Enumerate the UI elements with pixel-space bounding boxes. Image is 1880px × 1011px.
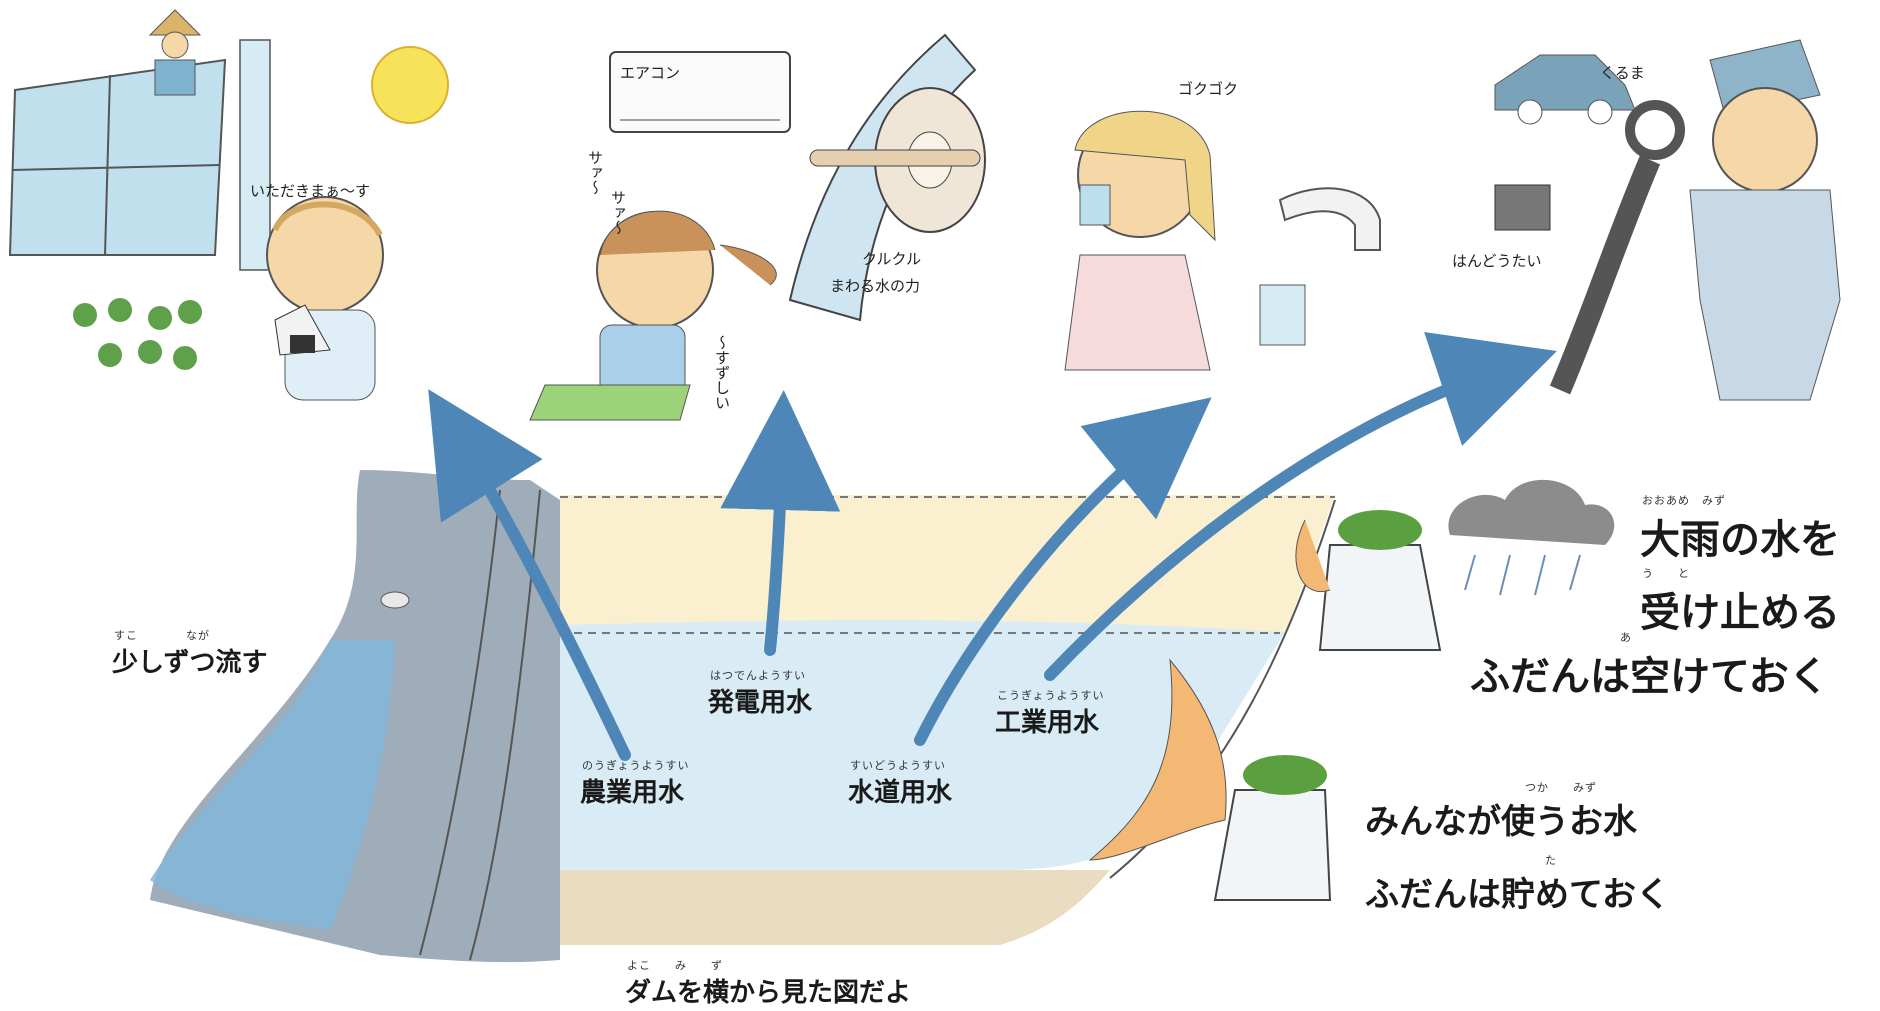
- dam-mascot-bottom: [1088, 658, 1332, 901]
- flood-line-2-text: 受け止める: [1640, 590, 1840, 636]
- store-line-1-ruby: つか みず: [1525, 781, 1597, 794]
- release-text: 少しずつ流す: [112, 648, 268, 678]
- power-label: はつでんようすい 発電用水: [708, 670, 812, 719]
- chip-icon: [1494, 184, 1551, 231]
- blow-text-1: サァ～: [586, 150, 604, 195]
- blow-text-2: サァ～: [609, 190, 627, 235]
- arrow-agri: [428, 389, 631, 761]
- boy-eating-rice: [266, 196, 384, 401]
- industry-text: 工業用水: [995, 708, 1100, 738]
- drink-caption: ゴクゴク: [1178, 80, 1239, 98]
- release-ruby: すこ なが: [114, 629, 210, 642]
- cool-text: ～すずしい: [713, 335, 731, 410]
- flood-line-1: おおあめ みず 大雨の水を: [1640, 495, 1840, 565]
- agri-text: 農業用水: [580, 778, 685, 808]
- girl-drinking: [1064, 110, 1216, 371]
- car-label: くるま: [1600, 64, 1645, 82]
- flood-line-2: う と 受け止める: [1640, 568, 1840, 638]
- faucet-icon: [1259, 187, 1381, 346]
- agri-ruby: のうぎょうようすい: [582, 759, 690, 772]
- arrow-tap: [914, 397, 1212, 746]
- dam-wall: [150, 470, 560, 963]
- dam-mascot-top: [1295, 510, 1442, 651]
- agri-label: のうぎょうようすい 農業用水: [580, 760, 689, 809]
- store-line-2-text: ふだんは貯めておく: [1365, 875, 1670, 915]
- chip-label: はんどうたい: [1452, 252, 1542, 270]
- power-text: 発電用水: [708, 688, 813, 718]
- flood-line-3-text: ふだんは空けておく: [1470, 654, 1829, 700]
- store-line-2: た ふだんは貯めておく: [1365, 855, 1670, 916]
- bottom-ruby: よこ み ず: [627, 959, 723, 972]
- store-line-1: つか みず みんなが使うお水: [1365, 782, 1637, 843]
- water-wheel-icon: [788, 33, 986, 322]
- tap-text: 水道用水: [848, 778, 953, 808]
- flood-line-1-ruby: おおあめ みず: [1642, 494, 1726, 507]
- flood-line-3-ruby: あ: [1620, 631, 1632, 644]
- bottom-text: ダムを横から見た図だよ: [625, 978, 912, 1008]
- tap-label: すいどうようすい 水道用水: [848, 760, 952, 809]
- flood-line-3: あ ふだんは空けておく: [1470, 632, 1829, 702]
- farm-caption: いただきまぁ～す: [250, 182, 371, 200]
- flood-line-1-text: 大雨の水を: [1640, 517, 1840, 563]
- wheel-text-2: まわる水の力: [830, 277, 921, 295]
- rice-field: [8, 39, 271, 271]
- bottom-caption: よこ み ず ダムを横から見た図だよ: [625, 960, 911, 1009]
- power-ruby: はつでんようすい: [710, 669, 806, 682]
- release-label: すこ なが 少しずつ流す: [112, 630, 267, 679]
- air-conditioner-icon: [609, 51, 791, 133]
- arrow-power: [720, 390, 841, 656]
- industry-ruby: こうぎょうようすい: [997, 689, 1105, 702]
- girl-cooling: [529, 210, 777, 421]
- car-icon: [1494, 54, 1636, 125]
- flood-line-2-ruby: う と: [1642, 567, 1690, 580]
- flow-arrows: [428, 332, 1557, 761]
- vegetables: [73, 298, 202, 370]
- aircon-label: エアコン: [620, 64, 681, 82]
- rain-cloud-icon: [1448, 479, 1615, 596]
- industry-label: こうぎょうようすい 工業用水: [995, 690, 1104, 739]
- tap-ruby: すいどうようすい: [850, 759, 946, 772]
- arrow-industry: [1044, 332, 1557, 681]
- mechanic-with-wrench: [1549, 39, 1841, 401]
- scarecrow-icon: [148, 9, 202, 96]
- store-line-1-text: みんなが使うお水: [1365, 802, 1637, 842]
- wheel-text-1: クルクル: [862, 250, 922, 268]
- sun-icon: [371, 46, 449, 124]
- store-line-2-ruby: た: [1545, 854, 1557, 867]
